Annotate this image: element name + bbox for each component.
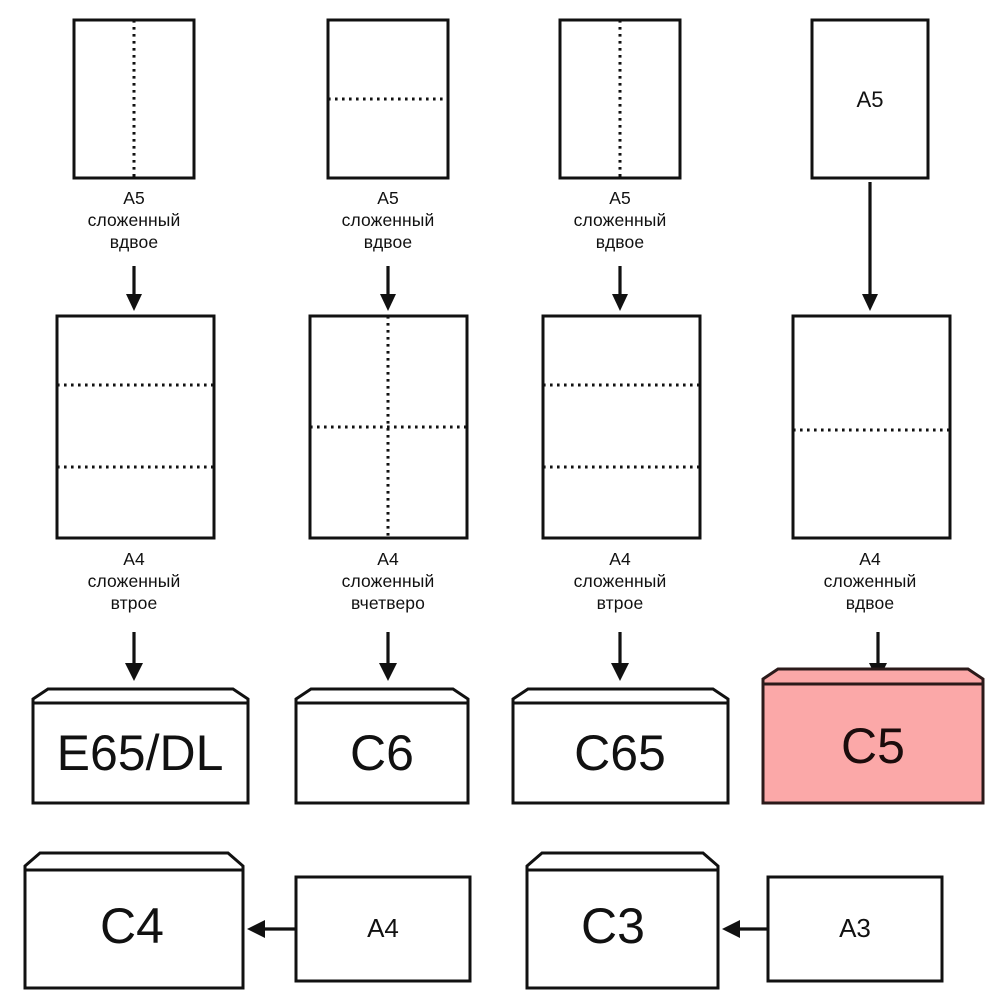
arrow-a3-to-c3 xyxy=(722,920,768,938)
caption-line-3: вдвое xyxy=(846,593,894,613)
caption-line-3: вдвое xyxy=(364,232,412,252)
envelope-c6[interactable]: C6 xyxy=(294,687,470,805)
paper-rect xyxy=(541,314,702,540)
arrow-a5-to-a4-col4 xyxy=(862,182,878,311)
caption-line-3: вдвое xyxy=(596,232,644,252)
envelope-c65[interactable]: C65 xyxy=(511,687,730,805)
column-4: A5 A4 сложенный вдвое C5 xyxy=(761,18,985,805)
envelope-c4[interactable]: C4 xyxy=(23,851,245,990)
envelope-c5[interactable]: C5 xyxy=(761,667,985,805)
paper-a4-bottom: A4 xyxy=(294,875,472,983)
envelope-label: E65/DL xyxy=(57,725,224,781)
paper-label: A3 xyxy=(839,913,871,943)
paper-a5-col2 xyxy=(326,18,450,180)
paper-rect xyxy=(55,314,216,540)
bottom-row-c3: C3 A3 xyxy=(525,851,944,990)
caption-line-1: A4 xyxy=(377,549,399,569)
caption-line-2: сложенный xyxy=(824,571,917,591)
caption-line-2: сложенный xyxy=(574,210,667,230)
paper-a4-col4 xyxy=(791,314,952,540)
arrow-a4-to-envelope-col3 xyxy=(611,632,629,681)
envelope-body xyxy=(511,701,730,805)
envelope-label: C4 xyxy=(100,898,164,954)
arrow-a5-to-a4-col3 xyxy=(612,266,628,311)
bottom-row-c4: C4 A4 xyxy=(23,851,472,990)
paper-a5-col4: A5 xyxy=(810,18,930,180)
column-1: A5 сложенный вдвое A4 сложенный втрое xyxy=(31,18,250,805)
paper-rect xyxy=(294,875,472,983)
paper-a3-bottom: A3 xyxy=(766,875,944,983)
caption-line-2: сложенный xyxy=(342,210,435,230)
caption-line-3: втрое xyxy=(111,593,158,613)
paper-rect xyxy=(791,314,952,540)
paper-inner-label: A5 xyxy=(857,87,884,112)
envelope-body xyxy=(525,868,720,990)
envelope-label: C5 xyxy=(841,718,905,774)
caption-line-2: сложенный xyxy=(88,210,181,230)
paper-a5-col1 xyxy=(72,18,196,180)
caption-line-3: вчетверо xyxy=(351,593,425,613)
caption-line-1: A4 xyxy=(609,549,631,569)
envelope-e65dl[interactable]: E65/DL xyxy=(31,687,250,805)
paper-rect xyxy=(766,875,944,983)
caption-line-1: A5 xyxy=(609,188,631,208)
arrow-a5-to-a4-col2 xyxy=(380,266,396,311)
column-2: A5 сложенный вдвое A4 сложенный вчетверо xyxy=(294,18,470,805)
envelope-body xyxy=(761,682,985,805)
caption-line-2: сложенный xyxy=(342,571,435,591)
paper-label: A4 xyxy=(367,913,399,943)
column-3: A5 сложенный вдвое A4 сложенный втрое xyxy=(511,18,730,805)
arrow-a4-to-envelope-col2 xyxy=(379,632,397,681)
envelope-body xyxy=(31,701,250,805)
arrow-a4-to-c4 xyxy=(247,920,296,938)
envelope-c3[interactable]: C3 xyxy=(525,851,720,990)
caption-line-3: втрое xyxy=(597,593,644,613)
arrow-a4-to-envelope-col1 xyxy=(125,632,143,681)
paper-a5-col3 xyxy=(558,18,682,180)
caption-line-1: A5 xyxy=(377,188,399,208)
caption-line-2: сложенный xyxy=(574,571,667,591)
envelope-label: C65 xyxy=(574,725,666,781)
caption-line-1: A4 xyxy=(123,549,145,569)
paper-rect xyxy=(326,18,450,180)
caption-line-1: A4 xyxy=(859,549,881,569)
envelope-body xyxy=(23,868,245,990)
envelope-body xyxy=(294,701,470,805)
caption-line-3: вдвое xyxy=(110,232,158,252)
paper-rect xyxy=(810,18,930,180)
paper-a4-col2 xyxy=(308,314,469,540)
caption-line-1: A5 xyxy=(123,188,145,208)
envelope-label: C3 xyxy=(581,898,645,954)
envelope-label: C6 xyxy=(350,725,414,781)
arrow-a5-to-a4-col1 xyxy=(126,266,142,311)
paper-a4-col3 xyxy=(541,314,702,540)
caption-line-2: сложенный xyxy=(88,571,181,591)
paper-a4-col1 xyxy=(55,314,216,540)
